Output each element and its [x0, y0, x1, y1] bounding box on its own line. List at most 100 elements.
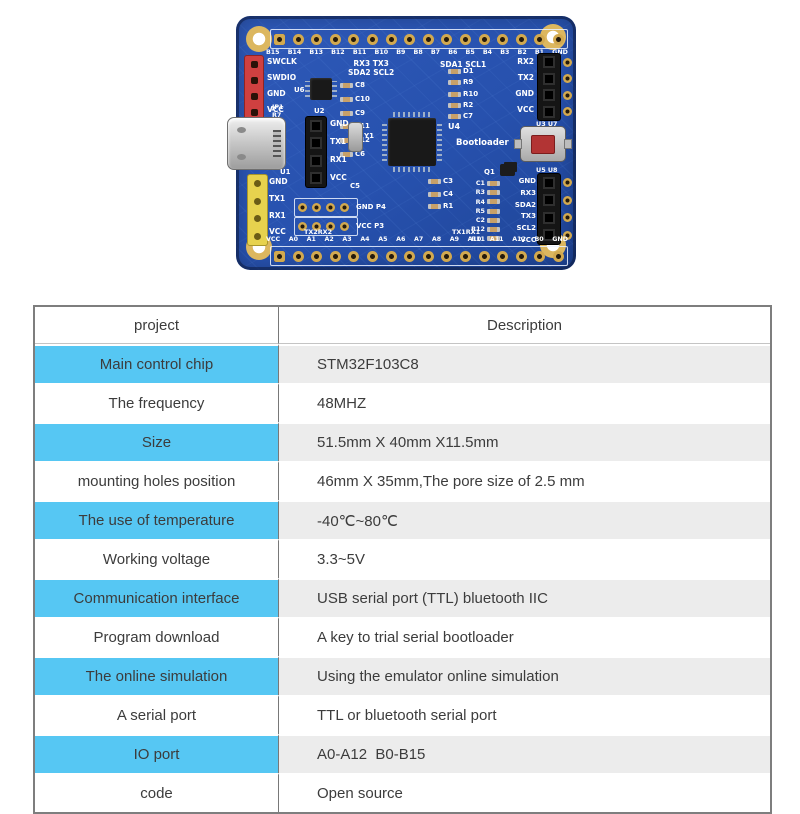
component: C2 [462, 217, 500, 223]
usb-contacts [273, 130, 281, 157]
pin-label: RX1 [269, 210, 286, 220]
description-cell: A0-A12 B0-B15 [279, 734, 770, 773]
table-row: Program download A key to trial serial b… [35, 617, 770, 656]
silkscreen-sda1scl1: SDA1 SCL1 [440, 60, 487, 69]
pin-label: RX3 [520, 188, 536, 197]
pin-pad [348, 250, 360, 262]
pin-label: GND [269, 177, 288, 186]
table-row: Communication interface USB serial port … [35, 578, 770, 617]
silk-line: RX3 TX3 [353, 59, 389, 68]
project-cell: Working voltage [35, 539, 279, 578]
pin-label: GND [515, 89, 534, 99]
component-label: C2 [475, 216, 485, 225]
usb-screw [237, 127, 246, 133]
pin-label: B3 [500, 49, 510, 56]
component: C4 [428, 189, 454, 198]
socket-hole [543, 89, 555, 102]
component-body [487, 208, 500, 214]
uart3-connector [538, 174, 560, 244]
pin-pad [348, 33, 360, 45]
project-cell: IO port [35, 734, 279, 773]
pin-pad [563, 213, 572, 223]
pin-pad [385, 250, 397, 262]
usb-screw [237, 154, 246, 160]
component: C6 [340, 149, 370, 158]
description-cell: 48MHZ [279, 383, 770, 422]
socket-hole [543, 105, 555, 118]
p4-label: GND P4 [356, 203, 386, 211]
table-row: The frequency 48MHZ [35, 383, 770, 422]
pin-header-top [270, 29, 568, 49]
description-cell: A key to trial serial bootloader [279, 617, 770, 656]
u6-chip [305, 78, 337, 100]
pin-label: B5 [465, 49, 475, 56]
connector-pin [250, 108, 258, 116]
connector-pin [254, 197, 261, 205]
component: C9 [340, 108, 370, 117]
bootloader-label: Bootloader [456, 138, 509, 148]
pin-pad [274, 33, 285, 45]
pin-pad [563, 58, 572, 67]
component-label: C6 [355, 149, 366, 158]
component: C1 [462, 180, 500, 186]
ref-u3u7: U3 U7 [536, 120, 558, 128]
pin-label: A4 [360, 236, 370, 243]
description-cell: 3.3~5V [279, 539, 770, 578]
socket-hole [543, 194, 555, 207]
component: R3 [462, 189, 500, 196]
q1-transistor [500, 164, 515, 176]
pin-label: VCC [267, 105, 284, 115]
chip-pins [437, 123, 442, 161]
table-row: Main control chip STM32F103C8 [35, 344, 770, 383]
pin-label: A2 [324, 236, 334, 243]
component-body [340, 83, 353, 88]
component-body [448, 102, 461, 108]
column-header-description: Description [279, 307, 770, 344]
component-label: C3 [443, 177, 454, 185]
pin-label: B11 [352, 49, 367, 56]
project-cell: code [35, 773, 279, 812]
pin-pad [312, 222, 321, 231]
pin-label: B10 [374, 49, 389, 56]
project-cell: A serial port [35, 695, 279, 734]
ref-y1: Y1 [364, 132, 374, 140]
project-cell: The online simulation [35, 656, 279, 695]
description-cell: USB serial port (TTL) bluetooth IIC [279, 578, 770, 617]
silkscreen-rx3tx3: RX3 TX3 SDA2 SCL2 [348, 59, 394, 78]
pin-label: B1 [534, 49, 545, 56]
ref-q1: Q1 [484, 168, 495, 176]
pin-pad [552, 33, 564, 45]
chip-pins [305, 81, 310, 97]
ref-u2: U2 [314, 107, 325, 115]
pin-pad [515, 33, 527, 45]
pin-pad [298, 222, 307, 231]
ref-u5u8: U5 U8 [536, 166, 558, 174]
pin-label: A3 [342, 236, 352, 243]
component-label: C8 [355, 81, 366, 89]
pin-label: B9 [396, 49, 406, 56]
ref-c5: C5 [350, 182, 361, 190]
pin-label: VCC [520, 235, 536, 244]
p4-header [294, 198, 358, 217]
chip-pins [393, 167, 431, 172]
pin-label: VCC [330, 173, 347, 183]
component: C7 [448, 113, 478, 120]
spec-table: project Description Main control chip ST… [33, 305, 772, 814]
swd-connector [244, 55, 264, 121]
component-label: C9 [355, 108, 366, 117]
component-label: D1 [463, 67, 474, 75]
project-cell: The use of temperature [35, 500, 279, 539]
component-label: C4 [443, 189, 454, 198]
pin-label: VCC [269, 227, 286, 237]
component-body [487, 236, 500, 242]
description-cell: 51.5mm X 40mm X11.5mm [279, 422, 770, 461]
pin-pad [366, 250, 378, 262]
description-cell: Open source [279, 773, 770, 812]
pin-label: GND [330, 119, 349, 128]
button-cap [531, 134, 555, 154]
pin-pad [422, 33, 434, 45]
pin-header-bottom [270, 246, 568, 266]
pin-label: VCC [517, 105, 534, 115]
